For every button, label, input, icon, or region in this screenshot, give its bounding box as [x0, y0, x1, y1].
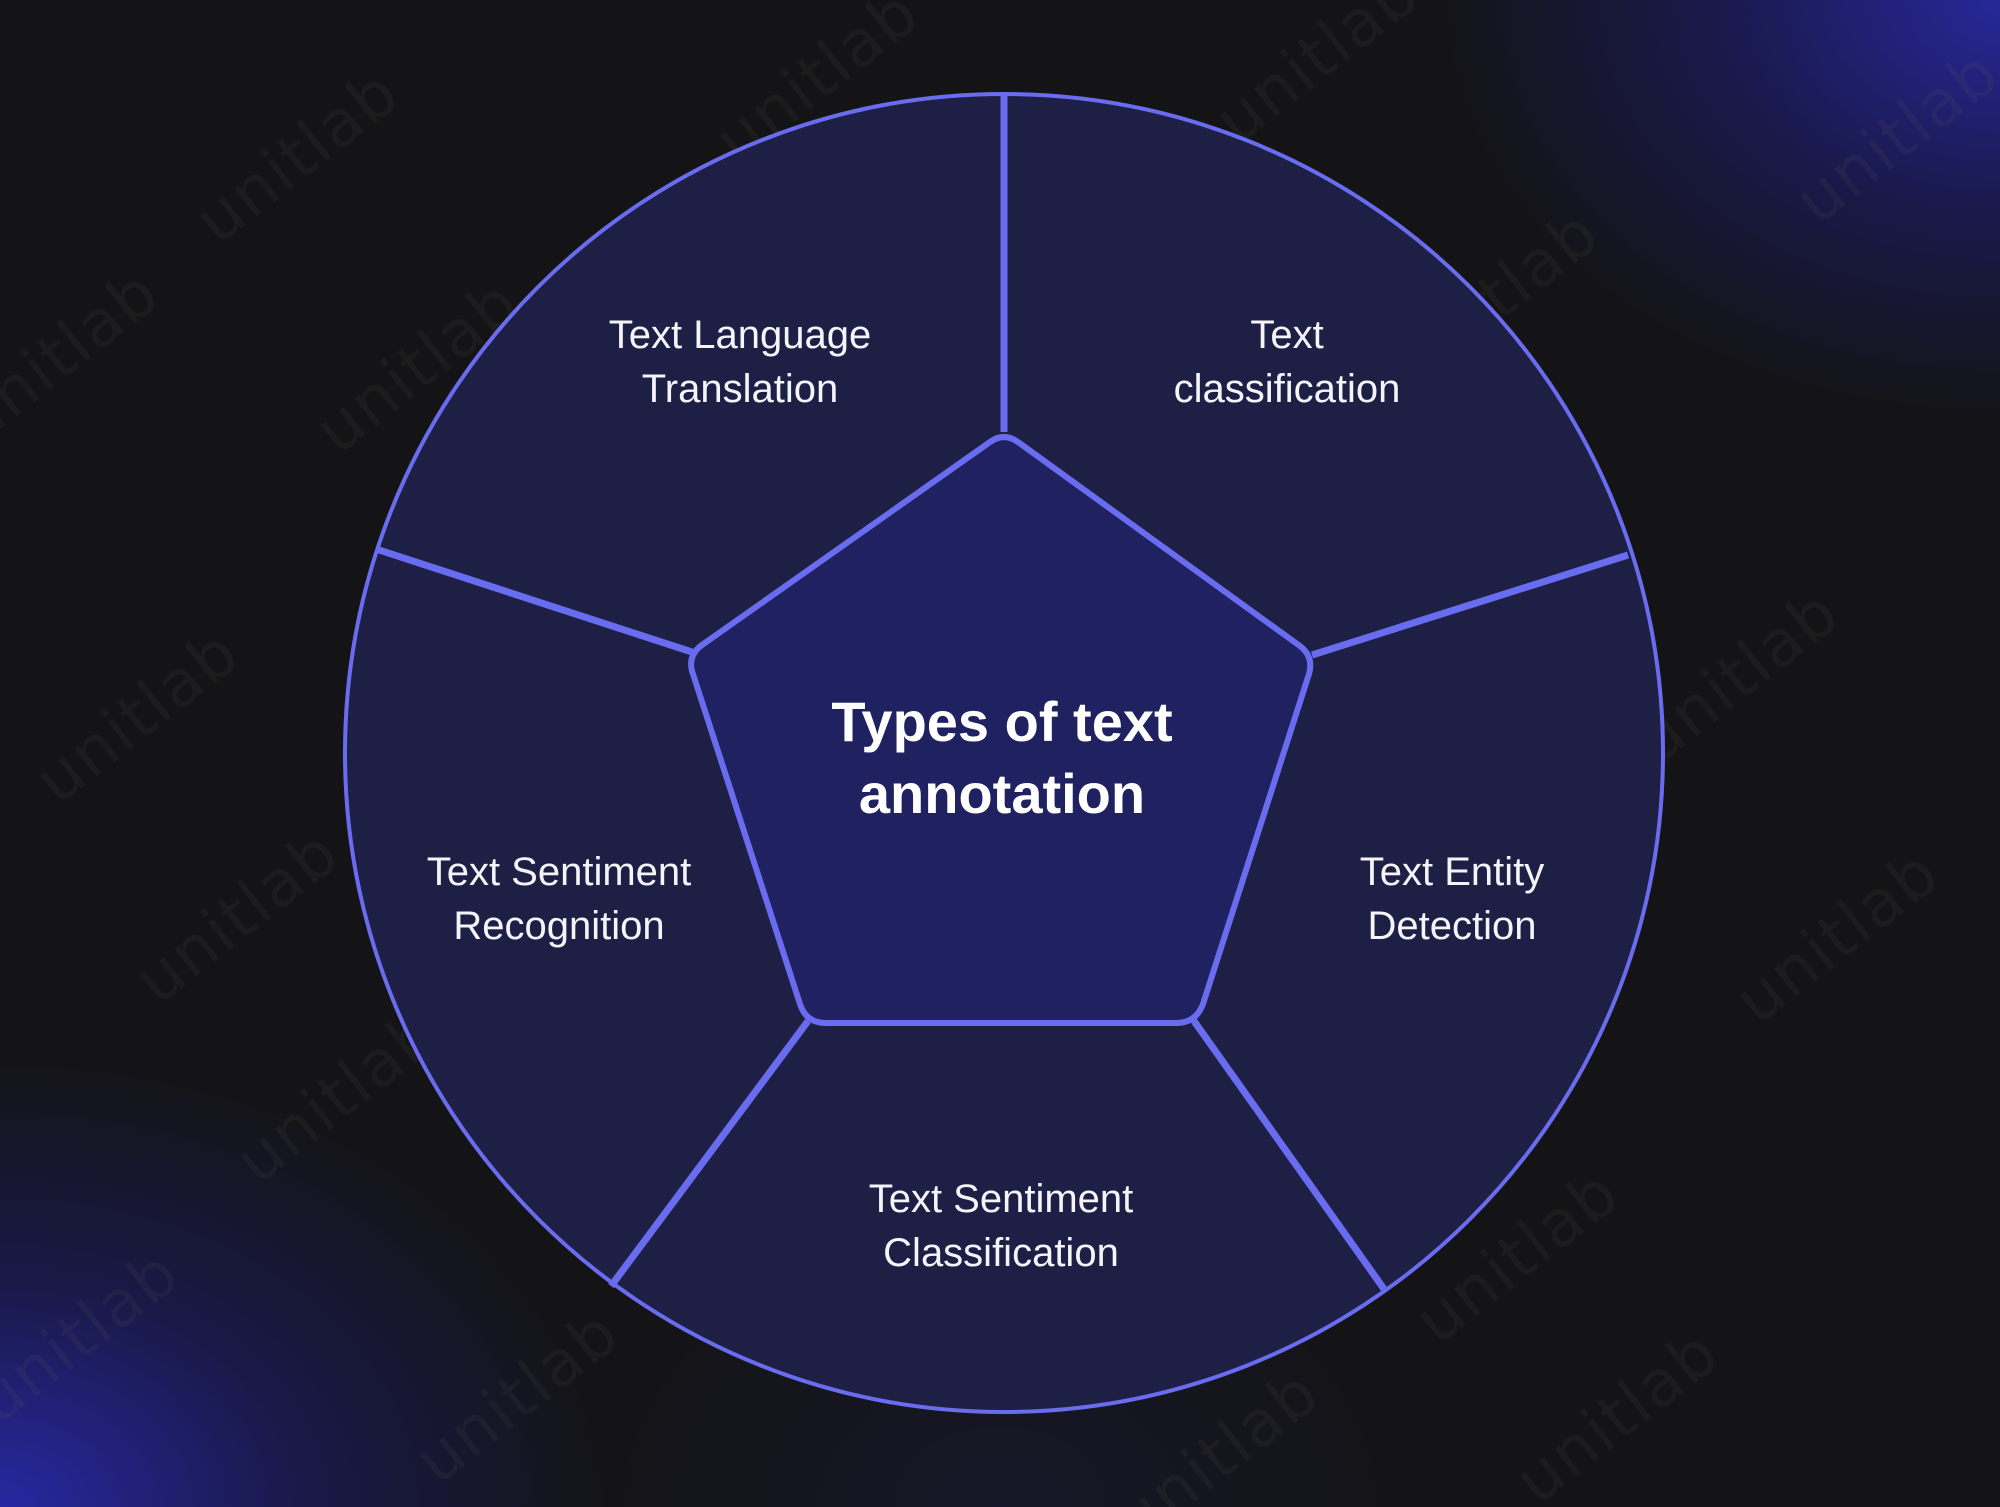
segment-label-line-2: Translation: [641, 367, 839, 411]
segment-text-classification: Text classification: [1174, 308, 1401, 416]
segment-label-line-1: Text: [1250, 313, 1324, 357]
segment-text-sentiment-classification: Text Sentiment Classification: [869, 1172, 1134, 1280]
title-line-1: Types of text: [831, 690, 1173, 753]
spoke-lower-right: [1191, 1018, 1387, 1292]
title-line-2: annotation: [858, 762, 1146, 825]
segment-text-language-translation: Text Language Translation: [609, 308, 871, 416]
segment-label-line-1: Text Language: [608, 313, 872, 357]
segment-label-line-2: Recognition: [453, 904, 665, 948]
diagram-title: Types of text annotation: [831, 686, 1172, 830]
spokes: [374, 96, 1630, 1292]
segment-text-entity-detection: Text Entity Detection: [1360, 845, 1545, 953]
segment-label-line-2: Detection: [1367, 904, 1537, 948]
center-pentagon: [688, 434, 1314, 1026]
spoke-left: [374, 545, 694, 656]
spoke-right: [1310, 551, 1630, 659]
segment-label-line-1: Text Sentiment: [426, 850, 692, 894]
segment-text-sentiment-recognition: Text Sentiment Recognition: [427, 845, 692, 953]
segment-label-line-1: Text Sentiment: [868, 1177, 1134, 1221]
spoke-lower-left: [608, 1018, 811, 1289]
segment-label-line-2: classification: [1173, 367, 1401, 411]
segment-label-line-2: Classification: [883, 1231, 1119, 1275]
segment-label-line-1: Text Entity: [1359, 850, 1545, 894]
